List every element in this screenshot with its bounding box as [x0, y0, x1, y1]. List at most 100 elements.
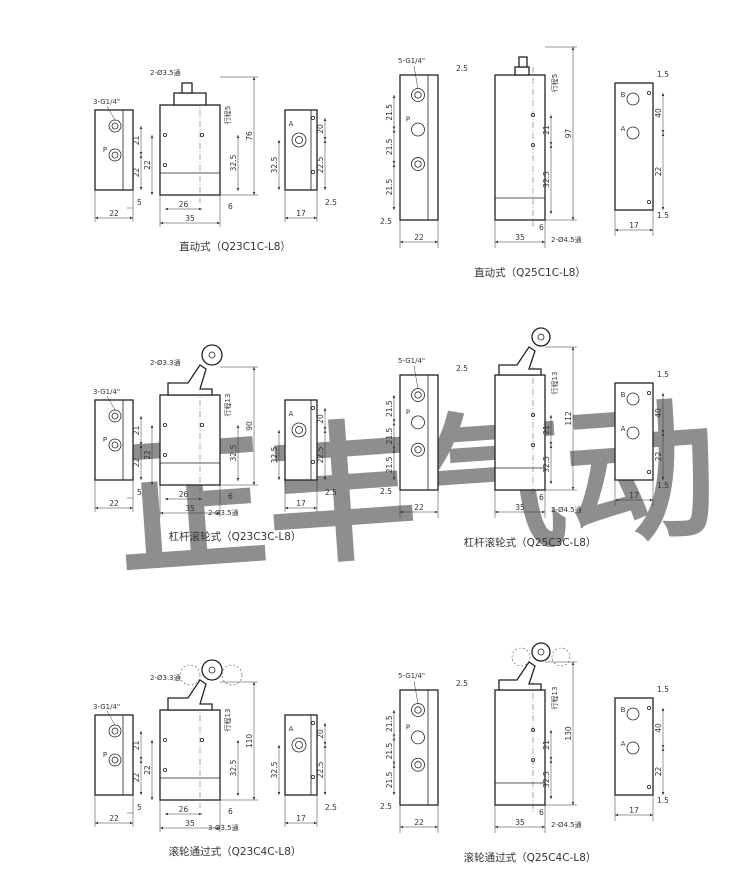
dimension-arrow — [277, 477, 281, 480]
dimension-text: 21.5 — [385, 178, 394, 195]
port-thread-label: 5-G1/4" — [398, 672, 425, 680]
hole-note: 2-Ø4.5通 — [551, 820, 582, 829]
mount-hole — [531, 142, 536, 147]
front-view-body — [159, 394, 221, 486]
leader-line — [413, 65, 419, 90]
dimension-arrow — [285, 821, 288, 825]
dimension-arrow — [160, 221, 163, 225]
dimension-text: 32.5 — [270, 156, 279, 173]
dimension-arrow — [95, 506, 98, 510]
port-circle — [111, 412, 119, 420]
roller-phantom — [221, 664, 243, 686]
dimension-text: 5 — [137, 803, 142, 812]
dimension-arrow — [160, 826, 163, 830]
port-circle — [626, 126, 640, 140]
dimension-arrow — [130, 506, 133, 510]
dimension-arrow — [236, 478, 240, 481]
panel-caption: 直动式（Q23C1C-L8） — [179, 240, 291, 253]
dimension-text: 35 — [185, 504, 195, 513]
mount-hole — [310, 405, 315, 410]
dimension-arrow — [549, 730, 553, 733]
dimension-arrow — [139, 731, 143, 734]
dimension-text: 22 — [143, 450, 152, 460]
hole-note-2: 2-Ø3.5通 — [208, 508, 239, 517]
dimension-text: 40 — [654, 723, 663, 733]
port-label-a: A — [289, 725, 294, 733]
dimension-arrow — [392, 419, 396, 423]
dimension-arrow — [495, 510, 498, 514]
dimension-text: 21 — [542, 425, 551, 435]
button-cap — [514, 66, 530, 76]
dimension-arrow — [199, 497, 202, 501]
port-label-b: B — [621, 91, 626, 99]
panel-直动式（Q23C1C-L8）: P3-G1/4"21222252-Ø3.5通行程532.5227626356A3… — [93, 68, 337, 253]
dimension-arrow — [323, 137, 327, 140]
mount-hole — [647, 785, 652, 790]
dimension-arrow — [323, 118, 327, 121]
dimension-arrow — [549, 115, 553, 118]
port-thread-label: 5-G1/4" — [398, 57, 425, 65]
dimension-text: 17 — [296, 499, 306, 508]
port-circle — [411, 730, 425, 745]
dimension-arrow — [236, 135, 240, 138]
dimension-arrow — [392, 395, 396, 398]
mount-hole — [310, 116, 315, 121]
port-circle — [414, 761, 422, 769]
leader-line — [106, 710, 116, 726]
end-view-body — [284, 399, 318, 481]
dimension-arrow — [571, 347, 575, 350]
dimension-text: 17 — [296, 209, 306, 218]
dimension-text: 1.5 — [657, 481, 669, 490]
dimension-arrow — [392, 422, 396, 426]
dimension-arrow — [252, 77, 256, 80]
dimension-text: 17 — [296, 814, 306, 823]
dimension-arrow — [661, 433, 665, 436]
roller-axle — [537, 333, 545, 341]
dimension-text: 130 — [564, 726, 573, 741]
leader-line — [413, 365, 419, 390]
roller — [531, 642, 551, 662]
dimension-arrow — [285, 506, 288, 510]
port-label-b: B — [621, 706, 626, 714]
dimension-text: 6 — [228, 492, 233, 501]
port-circle — [414, 446, 422, 454]
dimension-text: 22 — [143, 160, 152, 170]
dimension-arrow — [252, 482, 256, 485]
dimension-text: 6 — [539, 493, 544, 502]
dimension-arrow — [323, 745, 327, 748]
dimension-text: 32.5 — [270, 446, 279, 463]
dimension-text: 21.5 — [385, 742, 394, 759]
stroke-note: 行程13 — [550, 687, 559, 710]
dimension-arrow — [199, 207, 202, 211]
roller-phantom — [179, 664, 201, 686]
dimension-arrow — [199, 812, 202, 816]
dimension-arrow — [392, 446, 396, 450]
dimension-arrow — [392, 764, 396, 768]
hole-note: 2-Ø3.3通 — [150, 673, 181, 682]
dimension-text: 22 — [109, 814, 119, 823]
dimension-arrow — [95, 821, 98, 825]
dimension-arrow — [549, 442, 553, 445]
port-label-a: A — [289, 410, 294, 418]
dimension-arrow — [165, 497, 168, 501]
dimension-text: 6 — [539, 223, 544, 232]
panel-caption: 滚轮通过式（Q25C4C-L8） — [464, 851, 597, 864]
dimension-text: 21.5 — [385, 456, 394, 473]
dimension-text: 5 — [137, 198, 142, 207]
mount-hole — [531, 113, 536, 118]
port-thread-label: 3-G1/4" — [93, 703, 120, 711]
dimension-arrow — [323, 427, 327, 430]
dimension-text: 90 — [245, 421, 254, 431]
mount-hole — [199, 132, 204, 137]
dimension-arrow — [217, 511, 220, 515]
dimension-arrow — [392, 164, 396, 168]
dimension-arrow — [323, 408, 327, 411]
mount-hole — [531, 442, 536, 447]
dimension-arrow — [277, 187, 281, 190]
panel-caption: 杠杆滚轮式（Q23C3C-L8） — [169, 530, 302, 543]
dimension-text: 1.5 — [657, 70, 669, 79]
dimension-arrow — [150, 425, 154, 428]
roller-axle — [208, 666, 216, 674]
mount-hole — [310, 721, 315, 726]
